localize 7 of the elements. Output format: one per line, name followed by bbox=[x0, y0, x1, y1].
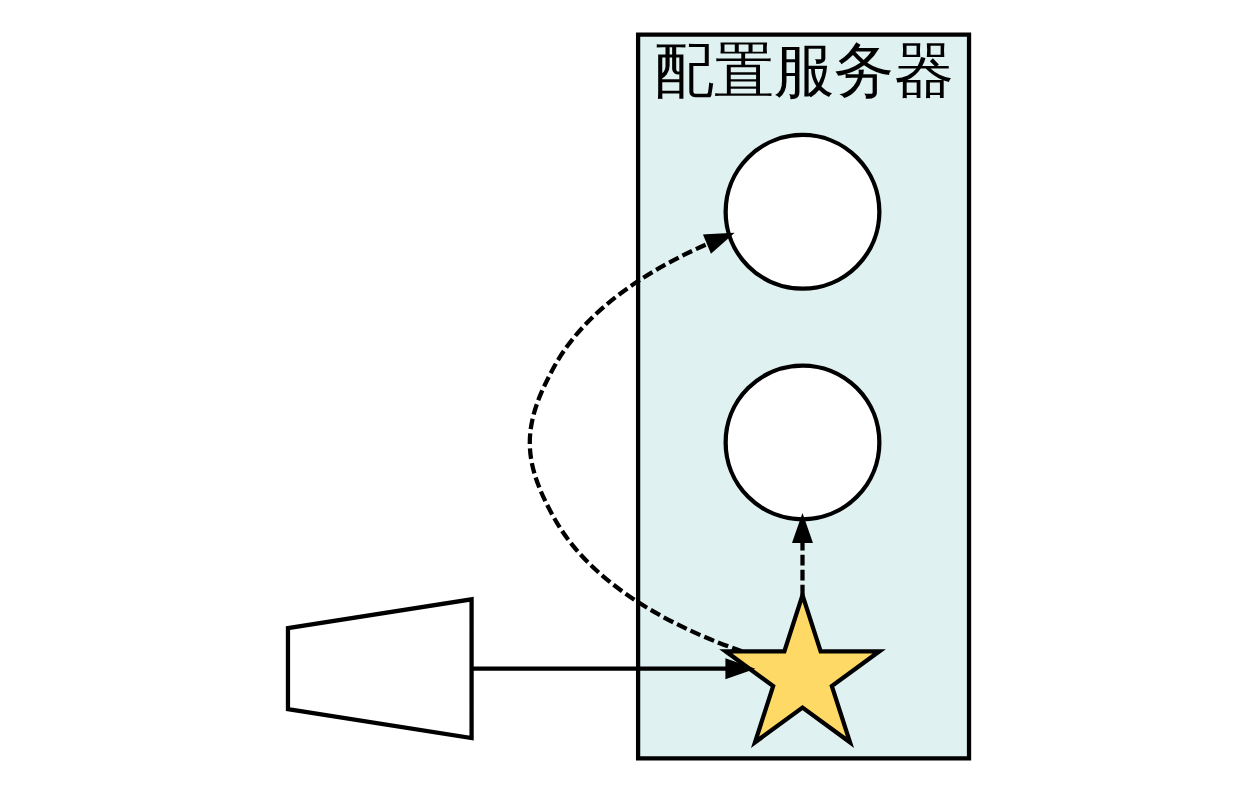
node-circle bbox=[723, 362, 881, 521]
node-trapezium bbox=[285, 596, 474, 741]
node-circle bbox=[723, 132, 881, 291]
arrow bbox=[791, 512, 813, 595]
arrow bbox=[527, 232, 743, 653]
arrow bbox=[471, 657, 755, 679]
cluster: 配置服务器 bbox=[635, 32, 971, 760]
